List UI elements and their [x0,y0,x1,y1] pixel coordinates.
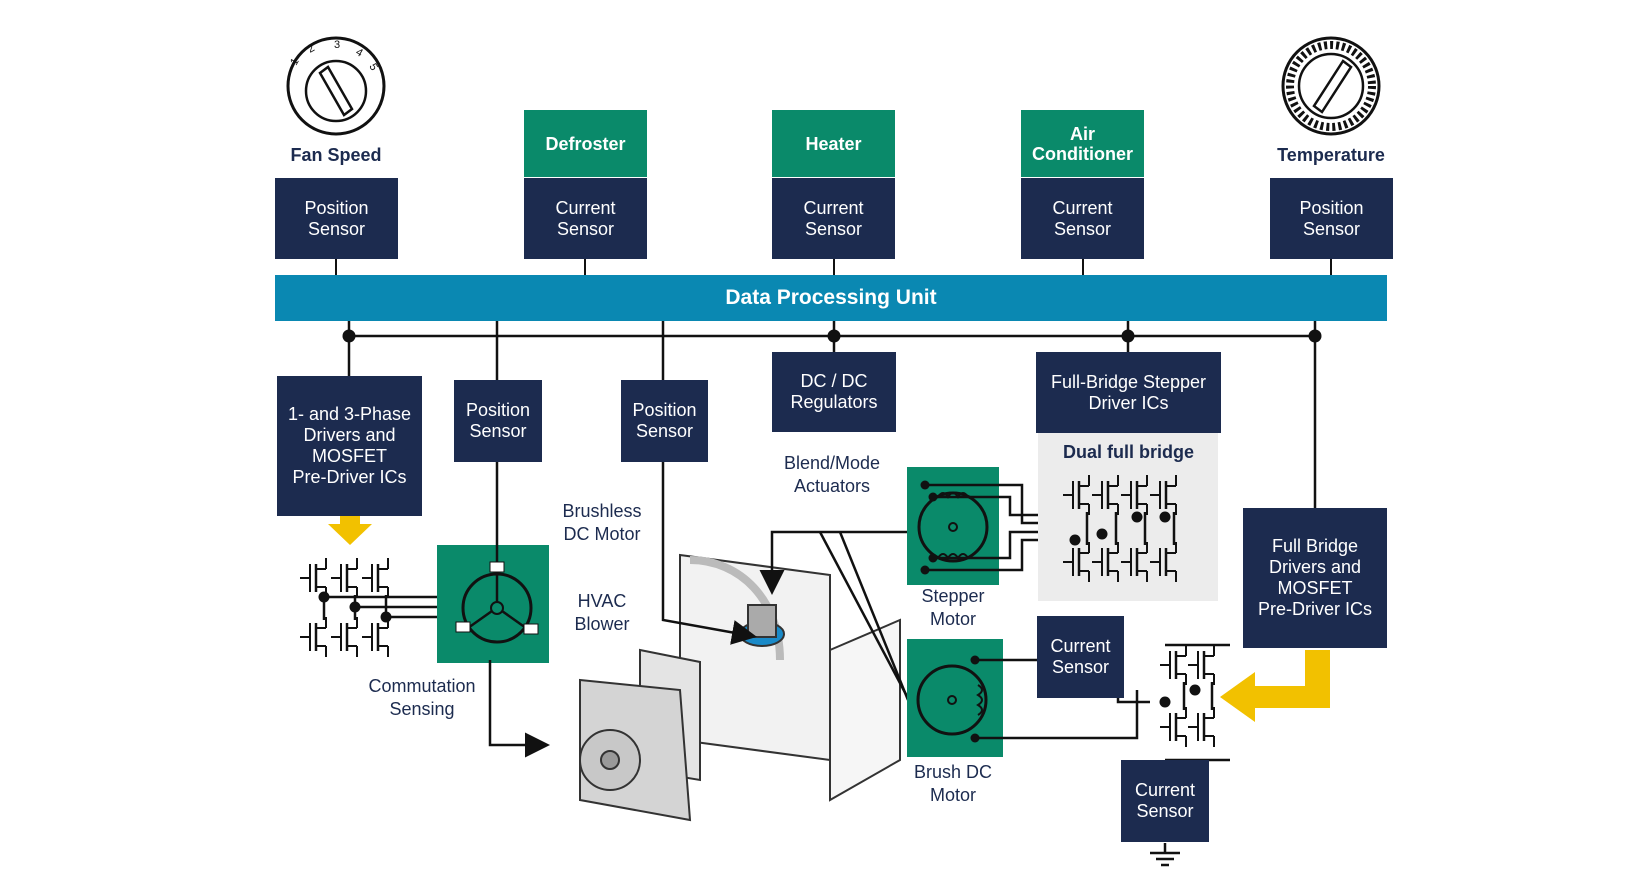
ac-current-sensor: Current Sensor [1021,178,1144,259]
dual-full-bridge-label: Dual full bridge [1062,442,1194,462]
fan-knob-number: 5 [366,62,379,73]
bus-junction-dots [342,329,1322,343]
temperature-knob-icon [1281,36,1381,136]
brush-current-sensor: Current Sensor [1037,616,1124,698]
fan-speed-label: Fan Speed [290,145,382,165]
yellow-arrow-left-icon [1220,650,1330,722]
brushless-dc-motor-label: Brushless DC Motor [562,501,642,544]
brush-dc-motor-label: Brush DC Motor [913,762,993,805]
defroster-current-sensor: Current Sensor [524,178,647,259]
air-conditioner-control: Air Conditioner [1021,110,1144,177]
defroster-control: Defroster [524,110,647,177]
stepper-motor-label: Stepper Motor [921,586,985,629]
fan-speed-knob-icon: 1 2 3 4 5 [286,36,386,136]
full-bridge-drivers-block: Full Bridge Drivers and MOSFET Pre-Drive… [1243,508,1387,648]
hvac-blower-label: HVAC Blower [574,591,630,634]
commutation-sensing-label: Commutation Sensing [368,676,476,719]
dual-full-bridge-panel [1038,433,1218,601]
ground-icon [1150,843,1180,867]
blend-mode-lines [759,530,912,703]
sensor-connectors [335,258,1332,275]
blower-position-sensor: Position Sensor [621,380,708,462]
dual-full-bridge-mosfets-icon [1061,473,1178,584]
yellow-arrow-down-icon [328,512,372,545]
stepper-driver-block: Full-Bridge Stepper Driver ICs [1036,352,1221,433]
blend-mode-actuators-label: Blend/Mode Actuators [783,453,881,496]
three-phase-mosfet-bridge-icon [298,556,458,659]
temperature-position-sensor: Position Sensor [1270,178,1393,259]
position-sensor-2-line [661,450,757,645]
fan-position-sensor: Position Sensor [275,178,398,259]
dcdc-regulators-block: DC / DC Regulators [772,352,896,432]
data-processing-unit: Data Processing Unit [275,275,1387,321]
fan-knob-number: 1 [288,56,301,67]
commutation-position-sensor: Position Sensor [454,380,542,462]
commutation-motor-icon [437,380,550,758]
phase-drivers-block: 1- and 3-Phase Drivers and MOSFET Pre-Dr… [277,376,422,516]
heater-current-sensor: Current Sensor [772,178,895,259]
bottom-current-sensor: Current Sensor [1121,760,1209,842]
heater-control: Heater [772,110,895,177]
fan-knob-number: 3 [334,39,340,51]
temperature-label: Temperature [1277,145,1385,165]
fan-knob-number: 2 [306,42,317,55]
fan-knob-number: 4 [354,46,365,59]
brush-dc-motor-icon [907,639,1150,757]
